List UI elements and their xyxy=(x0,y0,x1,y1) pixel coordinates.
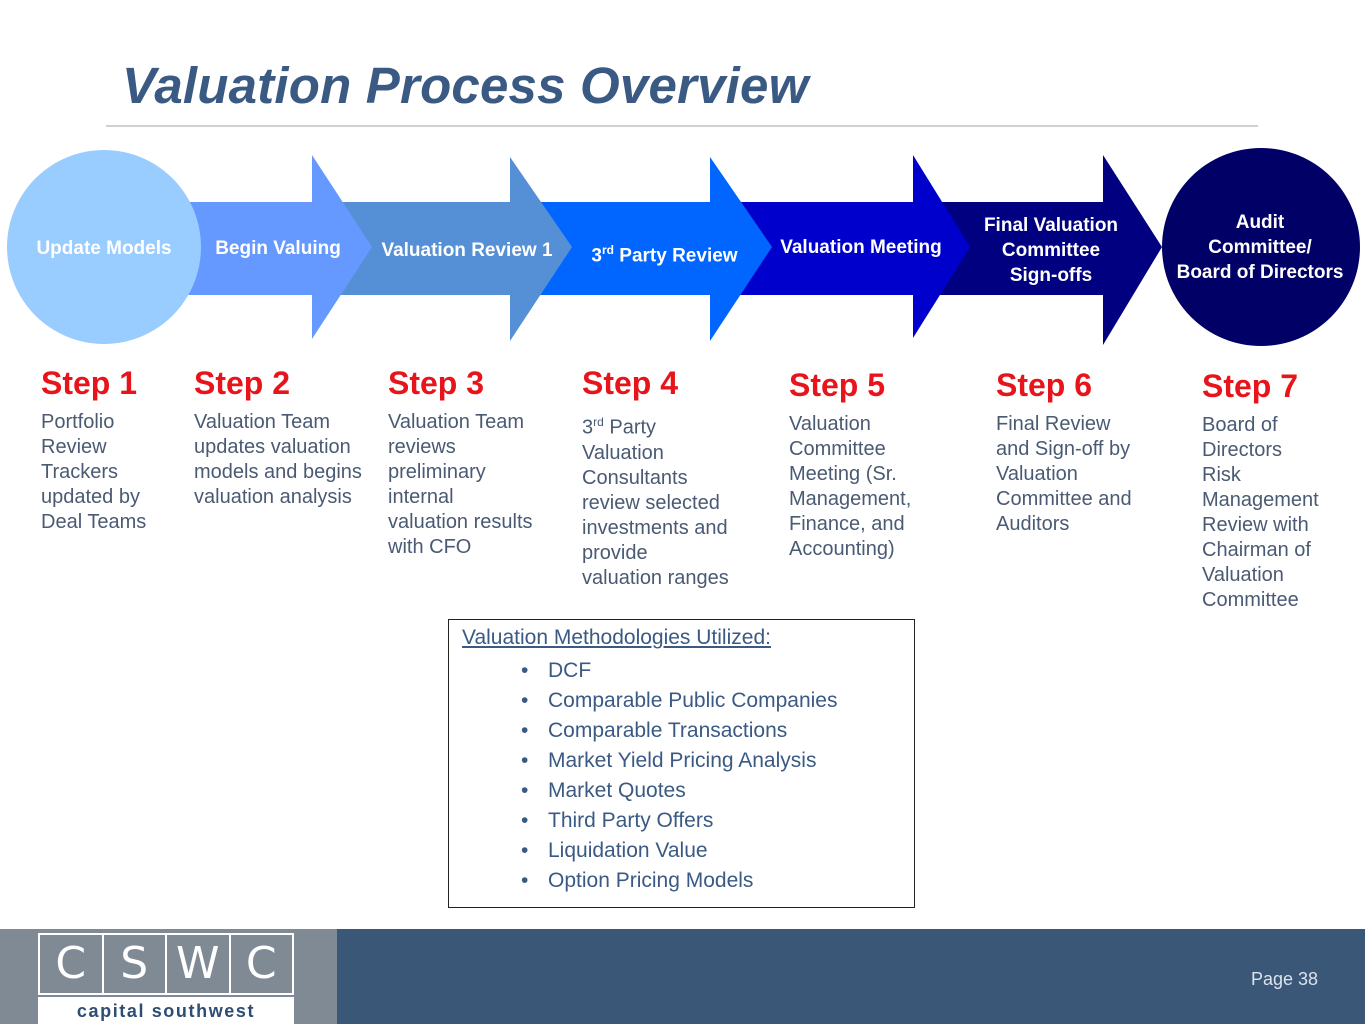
step-description: Board of Directors Risk Management Revie… xyxy=(1202,414,1319,611)
flow-circle-audit-committee xyxy=(1162,148,1360,346)
process-flow-diagram: Update Models Begin Valuing Valuation Re… xyxy=(0,145,1365,355)
step-title: Step 7 xyxy=(1202,368,1299,404)
methodologies-list: •DCF •Comparable Public Companies •Compa… xyxy=(521,656,837,896)
flow-label-begin-valuing: Begin Valuing xyxy=(215,238,341,259)
footer-logo-panel: C S W C capital southwest xyxy=(0,929,337,1024)
step-title: Step 5 xyxy=(789,367,886,403)
logo-letter: S xyxy=(101,935,166,993)
methodologies-box: Valuation Methodologies Utilized: •DCF •… xyxy=(448,619,915,908)
step-title: Step 1 xyxy=(41,365,138,401)
logo-letters: C S W C xyxy=(38,933,294,995)
step-description: Valuation Committee Meeting (Sr. Managem… xyxy=(789,413,912,560)
logo-letter: C xyxy=(55,938,87,989)
list-item: •Comparable Transactions xyxy=(521,719,788,742)
flow-label-valuation-review-1: Valuation Review 1 xyxy=(381,240,553,261)
logo-letter: W xyxy=(165,935,229,993)
page-title: Valuation Process Overview xyxy=(122,57,809,114)
step-description: Final Review and Sign-off by Valuation C… xyxy=(996,413,1132,535)
list-item: •DCF xyxy=(521,659,592,682)
flow-label-audit-committee: Audit Committee/ Board of Directors xyxy=(1176,212,1344,283)
flow-label-valuation-meeting: Valuation Meeting xyxy=(780,237,942,258)
flow-label-third-party-review: 3rd Party Review xyxy=(591,243,738,267)
list-item: •Third Party Offers xyxy=(521,809,714,832)
step-description: Portfolio Review Trackers updated by Dea… xyxy=(41,411,147,533)
step-3: Step 3 Valuation Team reviews preliminar… xyxy=(388,366,568,560)
flow-arrow-begin-valuing xyxy=(170,155,372,339)
title-divider xyxy=(106,125,1258,127)
flow-arrow-final-signoffs xyxy=(940,155,1162,345)
flow-arrow-valuation-meeting xyxy=(740,155,970,338)
list-item: •Comparable Public Companies xyxy=(521,689,838,712)
company-logo: C S W C capital southwest xyxy=(38,933,294,1024)
logo-subtitle: capital southwest xyxy=(38,997,294,1024)
step-description: Valuation Team reviews preliminary inter… xyxy=(388,411,533,558)
step-1: Step 1 Portfolio Review Trackers updated… xyxy=(41,366,221,535)
methodologies-heading: Valuation Methodologies Utilized: xyxy=(462,626,771,649)
flow-arrow-valuation-review-1 xyxy=(340,157,572,341)
step-description: Valuation Team updates valuation models … xyxy=(194,411,362,508)
step-5: Step 5 Valuation Committee Meeting (Sr. … xyxy=(789,368,969,562)
list-item: •Option Pricing Models xyxy=(521,869,754,892)
flow-label-update-models: Update Models xyxy=(36,238,172,259)
step-7: Step 7 Board of Directors Risk Managemen… xyxy=(1202,369,1352,613)
step-2: Step 2 Valuation Team updates valuation … xyxy=(194,366,374,510)
flow-label-final-signoffs: Final Valuation Committee Sign-offs xyxy=(983,215,1119,286)
list-item: •Market Yield Pricing Analysis xyxy=(521,749,817,772)
step-6: Step 6 Final Review and Sign-off by Valu… xyxy=(996,368,1176,537)
step-title: Step 3 xyxy=(388,365,485,401)
page-number: Page 38 xyxy=(1250,969,1318,989)
step-4: Step 4 3rd Party Valuation Consultants r… xyxy=(582,366,762,591)
step-title: Step 4 xyxy=(582,365,679,401)
step-title: Step 6 xyxy=(996,367,1093,403)
flow-arrow-third-party-review xyxy=(540,157,772,341)
step-description: 3rd Party Valuation Consultants review s… xyxy=(582,415,729,589)
flow-circle-update-models xyxy=(7,150,201,344)
step-title: Step 2 xyxy=(194,365,291,401)
list-item: •Market Quotes xyxy=(521,779,686,802)
logo-letter: C xyxy=(228,935,293,993)
process-flow-shapes xyxy=(7,148,1360,346)
list-item: •Liquidation Value xyxy=(521,839,708,862)
footer-bar: C S W C capital southwest Page 38 xyxy=(0,929,1365,1024)
